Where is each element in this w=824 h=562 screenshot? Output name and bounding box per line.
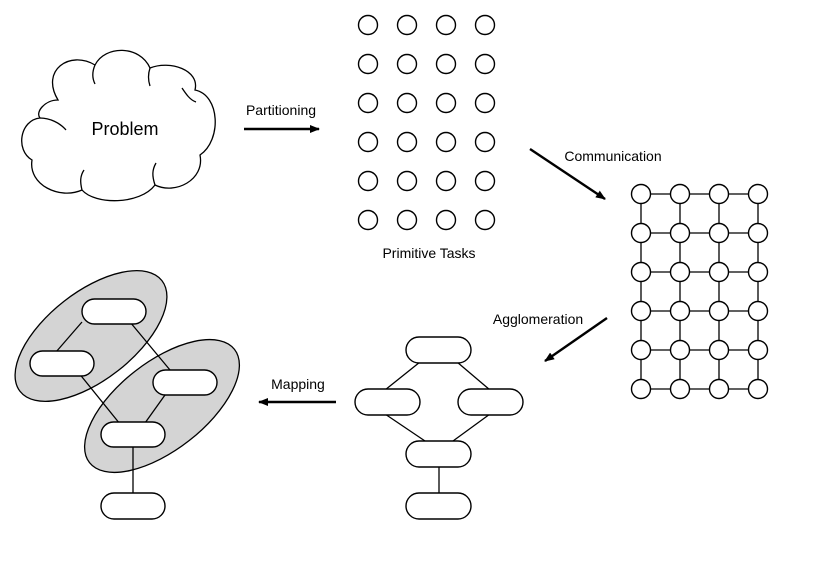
primitive-task-node [396, 53, 418, 75]
primitive-tasks-label: Primitive Tasks [382, 245, 475, 261]
primitive-task-node [435, 209, 457, 231]
communication-node [708, 183, 730, 205]
communication-node [630, 378, 652, 400]
agglomerated-task-top [405, 336, 472, 364]
agglomeration-arrow: Agglomeration [493, 311, 608, 362]
communication-node [669, 261, 691, 283]
primitive-task-node [357, 53, 379, 75]
primitive-task-node [357, 131, 379, 153]
primitive-task-node [435, 170, 457, 192]
communication-node [630, 183, 652, 205]
primitive-task-node [474, 209, 496, 231]
mapped-task-5 [100, 492, 166, 520]
agglomerated-task-left [354, 388, 421, 416]
communication-node [669, 339, 691, 361]
primitive-task-node [357, 92, 379, 114]
communication-node [708, 339, 730, 361]
primitive-task-node [357, 209, 379, 231]
partitioning-arrow: Partitioning [244, 102, 320, 133]
agglomeration-label: Agglomeration [493, 311, 583, 327]
mapped-task-3 [152, 369, 218, 396]
primitive-task-node [357, 14, 379, 36]
mapped-task-4 [100, 421, 166, 448]
agglomerated-task-right [457, 388, 524, 416]
mapped-task-1 [81, 298, 147, 325]
communication-node [708, 300, 730, 322]
primitive-task-node [435, 92, 457, 114]
communication-node [708, 378, 730, 400]
communication-node [669, 300, 691, 322]
primitive-task-node [396, 170, 418, 192]
communication-node [747, 183, 769, 205]
communication-node [747, 222, 769, 244]
communication-node [669, 378, 691, 400]
communication-node [669, 222, 691, 244]
primitive-task-node [474, 92, 496, 114]
communication-node [630, 261, 652, 283]
partitioning-label: Partitioning [246, 102, 316, 118]
primitive-task-node [474, 170, 496, 192]
primitive-task-node [396, 14, 418, 36]
communication-node [708, 222, 730, 244]
communication-node [630, 339, 652, 361]
mapping-arrow: Mapping [258, 376, 336, 406]
primitive-task-node [474, 53, 496, 75]
communication-node [630, 300, 652, 322]
primitive-task-node [396, 209, 418, 231]
communication-grid [630, 183, 769, 400]
mapped-processors [14, 269, 241, 520]
communication-arrow: Communication [529, 148, 662, 200]
mapped-task-2 [29, 350, 95, 377]
agglomerated-task-graph [354, 336, 524, 520]
communication-node [747, 261, 769, 283]
primitive-task-node [435, 14, 457, 36]
communication-node [630, 222, 652, 244]
problem-label: Problem [91, 119, 158, 139]
primitive-task-node [435, 53, 457, 75]
communication-node [669, 183, 691, 205]
primitive-task-node [474, 131, 496, 153]
primitive-task-node [396, 92, 418, 114]
communication-node [747, 378, 769, 400]
mapping-label: Mapping [271, 376, 325, 392]
problem-cloud: Problem [21, 49, 216, 202]
communication-node [708, 261, 730, 283]
agglomerated-task-bottom [405, 492, 472, 520]
primitive-task-node [435, 131, 457, 153]
primitive-task-node [396, 131, 418, 153]
primitive-tasks-grid [357, 14, 496, 231]
communication-label: Communication [564, 148, 661, 164]
communication-node [747, 300, 769, 322]
primitive-task-node [474, 14, 496, 36]
primitive-task-node [357, 170, 379, 192]
agglomerated-task-middle [405, 440, 472, 468]
communication-node [747, 339, 769, 361]
